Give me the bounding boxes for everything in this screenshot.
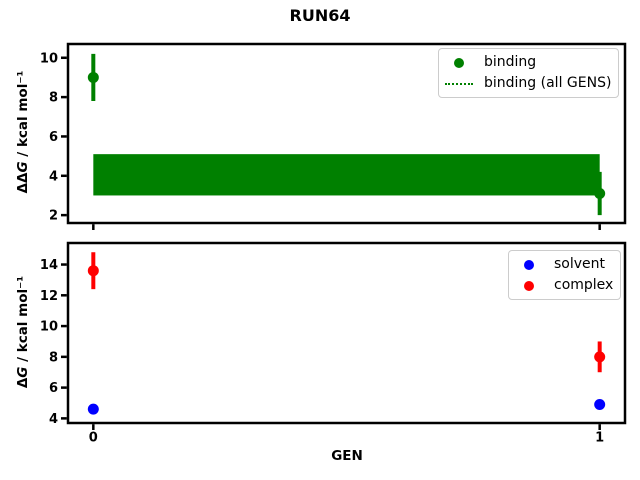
y-tick-label: 2 (49, 209, 58, 224)
top-axes-frame (66, 42, 627, 225)
legend-dot-icon (515, 259, 543, 270)
complex-point-0 (87, 265, 99, 277)
top-ylabel-delta: ΔΔ (15, 172, 31, 194)
binding-point-1 (594, 187, 606, 199)
bottom-legend: solvent complex (508, 250, 622, 300)
x-tick-label: 1 (595, 431, 604, 446)
legend-label: complex (554, 277, 614, 293)
legend-label: binding (484, 54, 537, 70)
legend-label: solvent (554, 256, 606, 272)
top-y-axis-label: ΔΔG / kcal mol⁻¹ (15, 22, 31, 242)
y-tick-label: 4 (49, 412, 58, 427)
top-ylabel-units: / kcal mol⁻¹ (15, 70, 31, 162)
legend-label: binding (all GENS) (484, 75, 612, 91)
legend-item-binding: binding (445, 52, 611, 73)
bottom-ylabel-units: / kcal mol⁻¹ (15, 275, 31, 367)
legend-item-binding-all-gens-: binding (all GENS) (445, 73, 611, 94)
binding-point-0 (87, 71, 99, 83)
legend-dot-icon (515, 280, 543, 291)
band-binding-all-gens- (93, 154, 600, 196)
y-tick-label: 10 (40, 320, 58, 335)
top-legend: binding binding (all GENS) (438, 48, 620, 98)
y-tick-label: 6 (49, 381, 58, 396)
solvent-point-1 (594, 399, 606, 411)
legend-item-complex: complex (515, 275, 613, 296)
x-tick-label: 0 (89, 431, 98, 446)
solvent-point-0 (87, 403, 99, 415)
y-tick-label: 10 (40, 51, 58, 66)
bottom-ylabel-delta: Δ (15, 377, 31, 389)
legend-item-solvent: solvent (515, 254, 613, 275)
bottom-axes-frame (66, 241, 627, 425)
y-tick-label: 8 (49, 350, 58, 365)
legend-dot-icon (445, 57, 473, 68)
top-ylabel-symbol: G (15, 161, 31, 173)
y-tick-label: 14 (40, 258, 58, 273)
figure-title: RUN64 (289, 6, 351, 25)
complex-point-1 (594, 351, 606, 363)
y-tick-label: 8 (49, 91, 58, 106)
legend-dotted-line-icon (445, 82, 473, 85)
bottom-ylabel-symbol: G (15, 366, 31, 378)
y-tick-label: 6 (49, 130, 58, 145)
y-tick-label: 12 (40, 289, 58, 304)
bottom-y-axis-label: ΔG / kcal mol⁻¹ (15, 222, 31, 442)
x-axis-label: GEN (331, 448, 363, 464)
y-tick-label: 4 (49, 169, 58, 184)
